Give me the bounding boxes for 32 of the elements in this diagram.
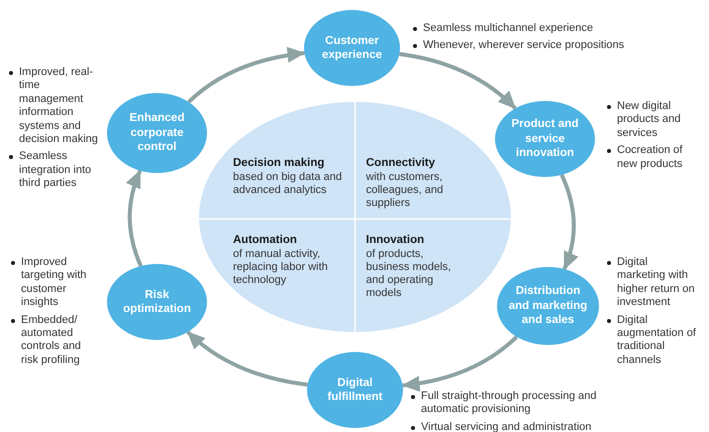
bullet-text: Digital marketing with higher return on investment — [606, 256, 698, 310]
bullet-text: Cocreation of new products — [606, 144, 696, 172]
quadrant-text: based on big data and advanced analytics — [233, 170, 343, 198]
bullet-text: Whenever, wherever service propositions — [412, 39, 702, 53]
bullet-text: Seamless integration into third parties — [8, 150, 104, 191]
arrow — [126, 170, 143, 267]
stage-label: Risk optimization — [122, 288, 192, 316]
bullet-text: Full straight-through processing and automatic provisioning — [410, 390, 610, 417]
bullet-text: Embedded/ automated controls and risk profiling — [10, 314, 100, 368]
stage-label: Product and service innovation — [510, 117, 580, 161]
quadrant-heading: Innovation — [366, 234, 426, 248]
quadrant-text: with customers, colleagues, and suppliers — [366, 170, 444, 210]
arrow — [187, 47, 306, 104]
arrow — [399, 52, 517, 110]
arrow — [402, 335, 518, 392]
quadrant-text: of products, business models, and operating models — [366, 248, 452, 301]
bullet-text: New digital products and services — [606, 100, 696, 140]
stage-label: Customer experience — [320, 34, 384, 62]
arrow — [186, 330, 308, 387]
stage-label: Digital fulfillment — [326, 376, 384, 404]
quadrant-text: of manual activity, replacing labor with technology — [233, 248, 329, 288]
stage-label: Distribution and marketing and sales — [508, 284, 588, 328]
quadrant-heading: Decision making — [233, 157, 326, 171]
arrow — [560, 174, 578, 270]
bullet-text: Improved, real-time management information systems and decision making — [8, 66, 104, 146]
bullet-text: Seamless multichannel experience — [412, 22, 702, 36]
quadrant-heading: Automation — [233, 234, 298, 248]
quadrant-heading: Connectivity — [366, 157, 436, 171]
bullet-text: Improved targeting with customer insights — [10, 256, 100, 310]
bullet-text: Virtual servicing and administration — [410, 420, 610, 432]
bullet-text: Digital augmentation of traditional channels — [606, 314, 698, 368]
stage-label: Enhanced corporate control — [128, 111, 186, 155]
